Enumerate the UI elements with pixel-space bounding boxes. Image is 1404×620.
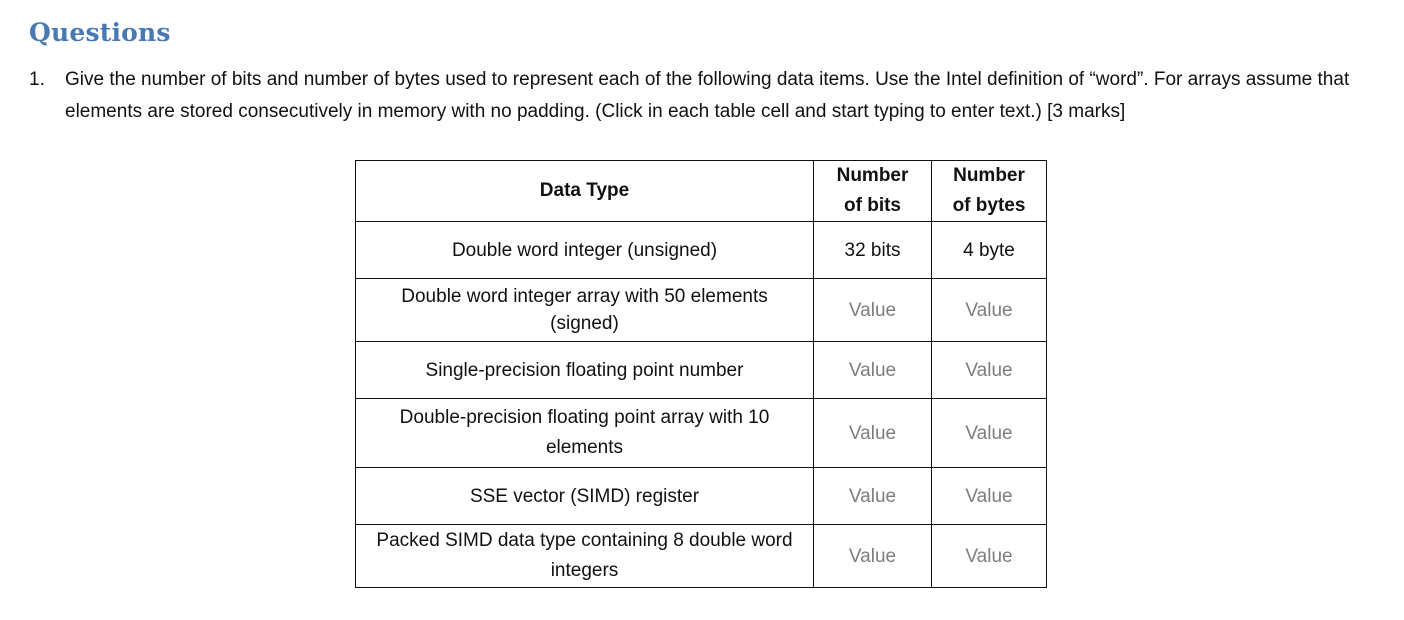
- bytes-value-placeholder[interactable]: Value: [965, 485, 1013, 507]
- bits-cell[interactable]: Value: [813, 341, 932, 399]
- bits-cell[interactable]: Value: [813, 278, 932, 342]
- table-header-row: Data Type Number of bits Number of bytes: [355, 160, 1047, 222]
- bits-cell[interactable]: Value: [813, 398, 932, 468]
- bytes-cell[interactable]: Value: [931, 278, 1047, 342]
- bytes-cell[interactable]: Value: [931, 341, 1047, 399]
- row-data-type: Double word integer (unsigned): [355, 221, 814, 279]
- row-data-type: Double word integer array with 50 elemen…: [355, 278, 814, 342]
- table-row: Packed SIMD data type containing 8 doubl…: [355, 524, 1047, 588]
- header-bytes-line1: Number: [953, 165, 1025, 186]
- bits-value[interactable]: 32 bits: [844, 239, 901, 261]
- bits-value-placeholder[interactable]: Value: [848, 299, 897, 321]
- bytes-value-placeholder[interactable]: Value: [965, 545, 1013, 567]
- section-heading: Questions: [29, 18, 171, 47]
- answer-table: Data Type Number of bits Number of bytes…: [355, 160, 1047, 588]
- table-row: Single-precision floating point number V…: [355, 341, 1047, 399]
- bytes-value-placeholder[interactable]: Value: [965, 422, 1013, 444]
- bits-cell[interactable]: 32 bits: [813, 221, 932, 279]
- header-bits-line2: of bits: [844, 195, 901, 216]
- table-row: Double word integer array with 50 elemen…: [355, 278, 1047, 342]
- bits-value-placeholder[interactable]: Value: [848, 545, 897, 567]
- bits-value-placeholder[interactable]: Value: [848, 485, 897, 507]
- bytes-value-placeholder[interactable]: Value: [965, 299, 1013, 321]
- header-data-type: Data Type: [355, 160, 814, 222]
- row-data-type: Packed SIMD data type containing 8 doubl…: [355, 524, 814, 588]
- bytes-cell[interactable]: Value: [931, 524, 1047, 588]
- header-number-of-bits: Number of bits: [813, 160, 932, 222]
- header-bytes-line2: of bytes: [952, 195, 1026, 216]
- header-number-of-bytes: Number of bytes: [931, 160, 1047, 222]
- bits-value-placeholder[interactable]: Value: [848, 422, 897, 444]
- table-row: Double-precision floating point array wi…: [355, 398, 1047, 468]
- question-text: Give the number of bits and number of by…: [65, 69, 1350, 122]
- table-row: SSE vector (SIMD) register Value Value: [355, 467, 1047, 525]
- header-bits-line1: Number: [836, 165, 909, 186]
- row-data-type: Double-precision floating point array wi…: [355, 398, 814, 468]
- table-row: Double word integer (unsigned) 32 bits 4…: [355, 221, 1047, 279]
- bits-value-placeholder[interactable]: Value: [848, 359, 897, 381]
- bytes-value-placeholder[interactable]: Value: [965, 359, 1013, 381]
- question-1: 1. Give the number of bits and number of…: [29, 64, 1359, 128]
- bytes-value[interactable]: 4 byte: [963, 239, 1015, 261]
- bytes-cell[interactable]: Value: [931, 398, 1047, 468]
- bits-cell[interactable]: Value: [813, 467, 932, 525]
- bits-cell[interactable]: Value: [813, 524, 932, 588]
- row-data-type: SSE vector (SIMD) register: [355, 467, 814, 525]
- bytes-cell[interactable]: 4 byte: [931, 221, 1047, 279]
- row-data-type: Single-precision floating point number: [355, 341, 814, 399]
- bytes-cell[interactable]: Value: [931, 467, 1047, 525]
- question-number: 1.: [29, 69, 45, 90]
